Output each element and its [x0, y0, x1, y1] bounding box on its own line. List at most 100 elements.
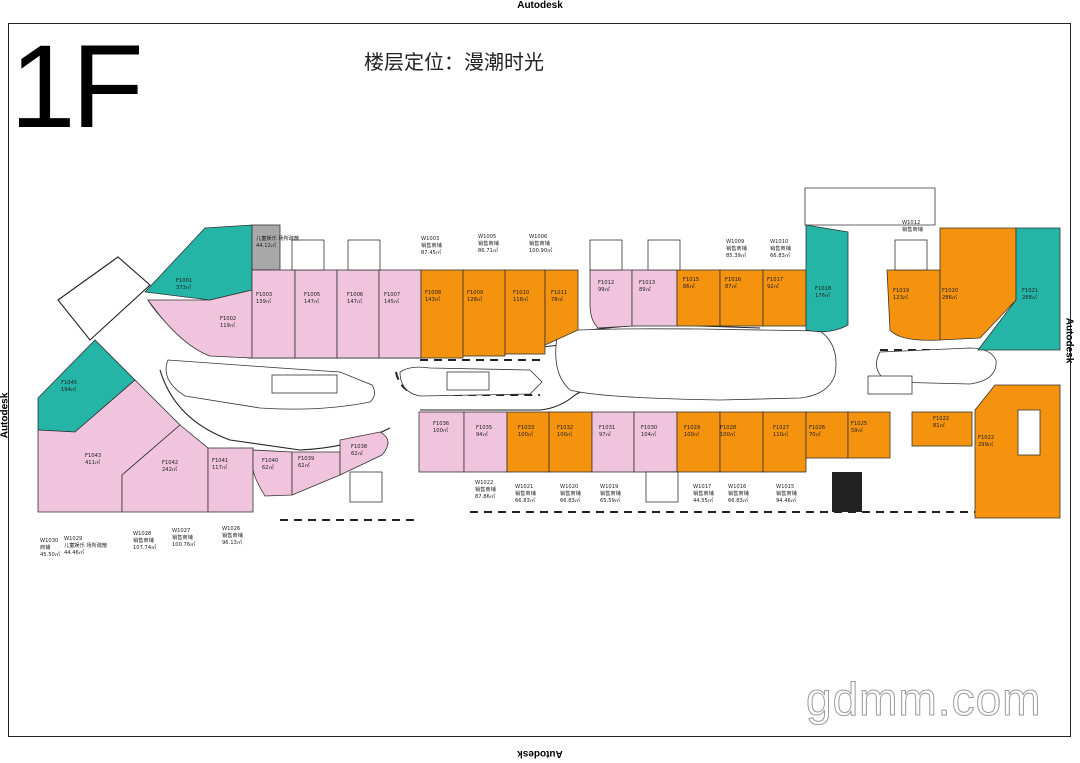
shop-id: W1020 — [560, 484, 578, 490]
shop-type: 销售商铺 — [515, 489, 536, 497]
shop-area: 100.90㎡ — [529, 246, 553, 254]
unit-area: 99㎡ — [598, 285, 611, 293]
unit-area: 100㎡ — [433, 426, 449, 434]
escalators — [271, 239, 1041, 512]
shop-area: 66.83㎡ — [560, 496, 581, 504]
unit-area: 97㎡ — [599, 430, 612, 438]
unit-id: F1019 — [893, 288, 909, 294]
unit-id: F1030 — [641, 425, 657, 431]
shop-id: W1028 — [133, 531, 151, 537]
unit-id: F1035 — [476, 425, 492, 431]
unit-area: 86㎡ — [683, 282, 696, 290]
unit-id: F1020 — [942, 288, 958, 294]
shop-id: W1015 — [776, 484, 794, 490]
unit-area: 242㎡ — [162, 465, 178, 473]
unit-area: 89㎡ — [639, 285, 652, 293]
shop-id: W1027 — [172, 528, 190, 534]
shop-area: 85.39㎡ — [726, 251, 747, 259]
shop-area: 66.83㎡ — [728, 496, 749, 504]
unit-id: F1031 — [599, 425, 615, 431]
unit-id: F1021 — [1022, 288, 1038, 294]
unit-area: 123㎡ — [893, 293, 909, 301]
unit-area: 87㎡ — [725, 282, 738, 290]
unit-id: F1041 — [212, 458, 228, 464]
unit-area: 78㎡ — [551, 295, 564, 303]
unit-area: 117㎡ — [212, 463, 228, 471]
unit-id: F1017 — [767, 277, 783, 283]
shop-type: 销售商铺 — [726, 244, 747, 252]
unit-area: 288㎡ — [1022, 293, 1038, 301]
shop-area: 66.83㎡ — [770, 251, 791, 259]
shop-id: W1016 — [728, 484, 746, 490]
shop-type: 销售商铺 — [529, 239, 550, 247]
unit-id: F1022 — [933, 416, 949, 422]
shop-id: W1003 — [421, 236, 439, 242]
shop-type: 销售商铺 — [776, 489, 797, 497]
shop-area: 45.50㎡ — [40, 550, 61, 558]
shop-id: W1009 — [726, 239, 744, 245]
shop-id: W1006 — [529, 234, 547, 240]
shop-area: 87.45㎡ — [421, 248, 442, 256]
shop-type: 销售商铺 — [560, 489, 581, 497]
unit-id: F1006 — [347, 292, 363, 298]
unit-id: F1028 — [720, 425, 736, 431]
unit-id: F1040 — [262, 458, 278, 464]
floor-label: 1F — [10, 21, 144, 153]
shop-type: 销售商铺 — [902, 225, 923, 233]
drawing-frame — [8, 23, 1071, 737]
unit-area: 143㎡ — [425, 295, 441, 303]
unit-area: 62㎡ — [262, 463, 275, 471]
unit-id: F1015 — [683, 277, 699, 283]
unit-id: F1012 — [598, 280, 614, 286]
unit-id: F1005 — [304, 292, 320, 298]
unit-area: 139㎡ — [256, 297, 272, 305]
unit-id: F1042 — [162, 460, 178, 466]
shop-area: 44.46㎡ — [64, 548, 85, 556]
shop-type: 销售商铺 — [478, 239, 499, 247]
unit-id: F1036 — [433, 421, 449, 427]
unit-id: F1029 — [684, 425, 700, 431]
shop-type: 销售商铺 — [475, 485, 496, 493]
shop-id: W1030 — [40, 538, 58, 544]
unit-area: 100㎡ — [720, 430, 736, 438]
unit-area: 373㎡ — [176, 283, 192, 291]
shop-type: 商铺 — [40, 543, 50, 551]
unit-area: 59㎡ — [851, 426, 864, 434]
unit-id: F1010 — [513, 290, 529, 296]
unit-id: F1027 — [773, 425, 789, 431]
shop-id: W1010 — [770, 239, 788, 245]
gdmm-watermark: gdmm.com — [805, 673, 1042, 726]
unit-area: 176㎡ — [815, 291, 831, 299]
unit-area: 110㎡ — [773, 430, 789, 438]
unit-id: F1039 — [298, 456, 314, 462]
shop-id: W1019 — [600, 484, 618, 490]
unit-area: 92㎡ — [767, 282, 780, 290]
sales-shop-labels: W1003销售商铺87.45㎡W1005销售商铺86.71㎡W1006销售商铺1… — [40, 220, 923, 558]
unit-id: F1026 — [809, 425, 825, 431]
shop-area: 107.74㎡ — [133, 543, 157, 551]
unit-id: F1038 — [351, 444, 367, 450]
unit-id: F1007 — [384, 292, 400, 298]
shop-area: 100.76㎡ — [172, 540, 196, 548]
shop-id: W1017 — [693, 484, 711, 490]
shop-id: W1005 — [478, 234, 496, 240]
unit-id: F1001 — [176, 278, 192, 284]
unit-area: 81㎡ — [933, 421, 946, 429]
floor-title: 楼层定位：漫潮时光 — [364, 50, 544, 74]
unit-id: F1016 — [725, 277, 741, 283]
unit-area: 145㎡ — [384, 297, 400, 305]
unit-id: F1002 — [220, 316, 236, 322]
unit-area: 119㎡ — [220, 321, 236, 329]
shop-id: W1012 — [902, 220, 920, 226]
shop-area: 44.55㎡ — [693, 496, 714, 504]
unit-id: F1045 — [61, 380, 77, 386]
unit-area: 147㎡ — [347, 297, 363, 305]
unit-area: 194㎡ — [61, 385, 77, 393]
unit-area: 62㎡ — [298, 461, 311, 469]
shop-type: 儿童娱乐 场所疏散 — [64, 541, 108, 549]
unit-area: 104㎡ — [641, 430, 657, 438]
unit-area: 70㎡ — [809, 430, 822, 438]
shop-area: 86.71㎡ — [478, 246, 499, 254]
